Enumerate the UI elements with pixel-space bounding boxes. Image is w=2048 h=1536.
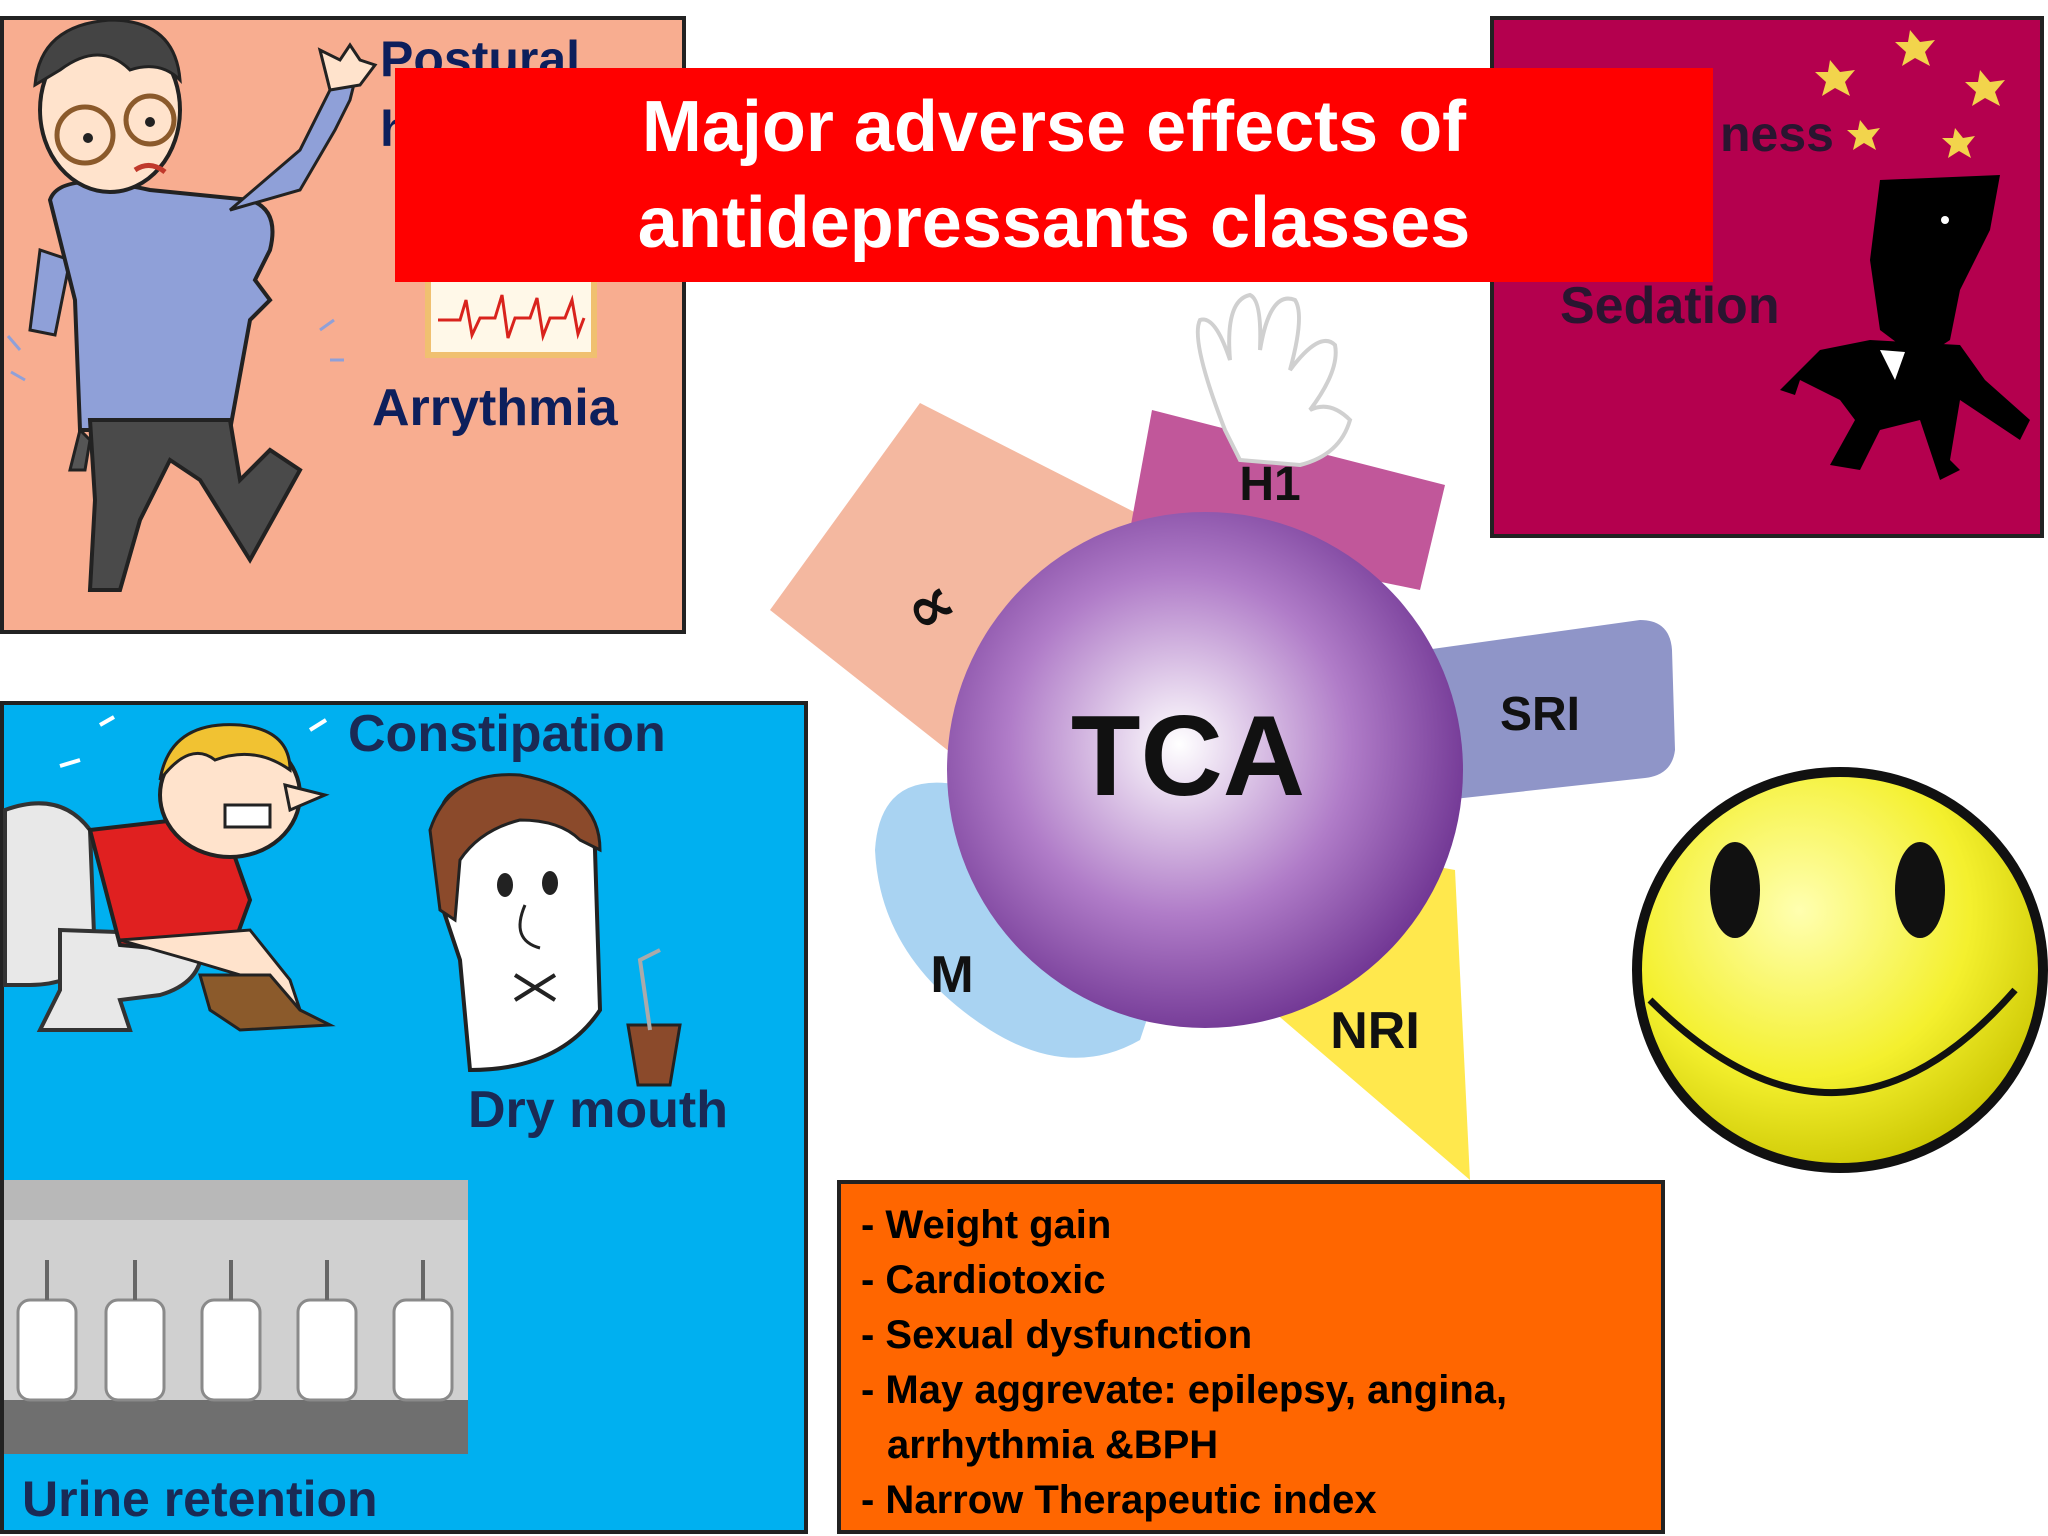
drowsiness-label-fragment: ness (1720, 106, 1834, 162)
arrhythmia-label: Arrythmia (372, 379, 618, 437)
m-label: M (930, 946, 973, 1004)
title-banner: Major adverse effects of antidepressants… (395, 68, 1713, 282)
ecg-strip-icon (425, 272, 597, 358)
effect-may-aggravate-cont: arrhythmia &BPH (887, 1423, 1219, 1467)
sri-label: SRI (1500, 688, 1580, 741)
nri-label: NRI (1330, 1002, 1420, 1060)
tca-label: TCA (1071, 693, 1305, 820)
effect-sexual-dysfunction: - Sexual dysfunction (861, 1313, 1253, 1357)
sleepy-figure-illustration (1780, 30, 2030, 480)
dizzy-man-illustration (6, 18, 378, 592)
nri-receptor-shape (1260, 860, 1470, 1180)
title-line-1: Major adverse effects of (641, 87, 1467, 167)
effect-narrow-index: - Narrow Therapeutic index (861, 1478, 1377, 1522)
title-line-2: antidepressants classes (637, 183, 1471, 263)
h1-label: H1 (1239, 458, 1300, 511)
urinals-photo (4, 1180, 468, 1454)
alpha-receptor-shape (770, 403, 1150, 760)
tca-sphere (947, 512, 1463, 1028)
smiley-face-icon (1632, 767, 2048, 1173)
sedation-label: Sedation (1560, 277, 1780, 335)
sri-receptor-shape (1425, 620, 1675, 800)
dry-mouth-illustration (428, 773, 682, 1087)
effect-may-aggravate: - May aggrevate: epilepsy, angina, (861, 1368, 1508, 1412)
constipation-illustration (3, 715, 336, 1032)
urine-retention-label: Urine retention (22, 1471, 378, 1527)
constipation-label: Constipation (348, 705, 666, 763)
other-effects-box: - Weight gain - Cardiotoxic - Sexual dys… (837, 1180, 1665, 1534)
dry-mouth-label: Dry mouth (468, 1081, 728, 1139)
effect-cardiotoxic: - Cardiotoxic (861, 1258, 1106, 1302)
h1-hand-outline (1195, 292, 1353, 468)
effect-weight-gain: - Weight gain (861, 1203, 1112, 1247)
